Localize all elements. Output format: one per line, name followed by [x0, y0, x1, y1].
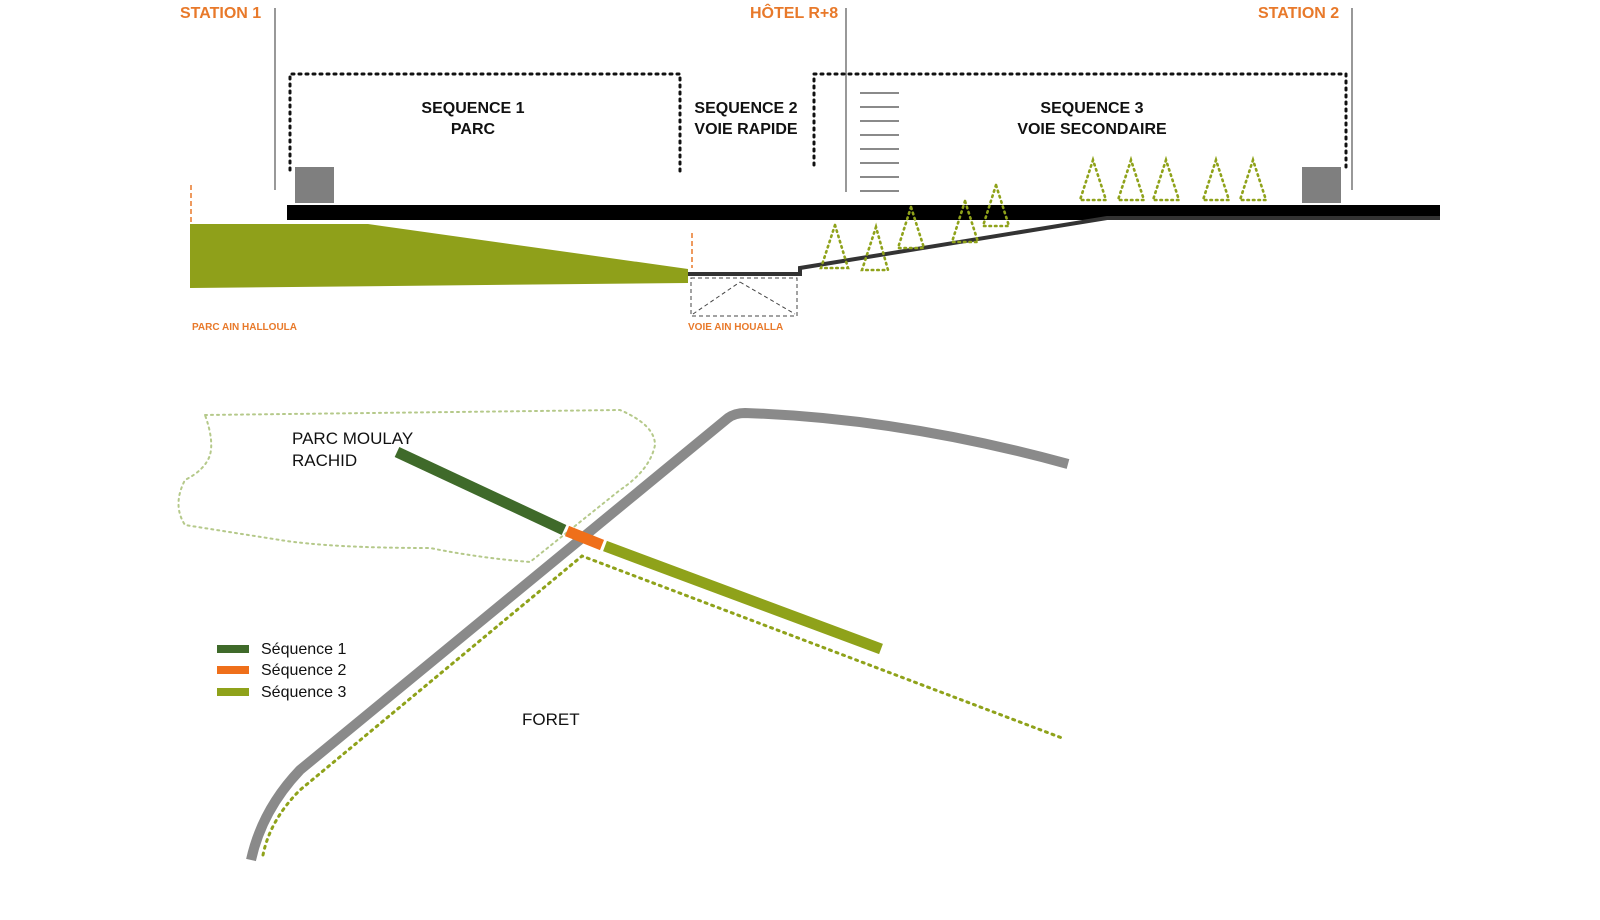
legend-label-sequence2: Séquence 2: [261, 662, 347, 679]
tree-icon: [1116, 155, 1146, 202]
parc-ain-halloula-terrain: [190, 224, 688, 288]
station1-label: STATION 1: [180, 5, 261, 22]
sequence2-title: SEQUENCE 2: [694, 100, 797, 117]
station1-block: [295, 167, 334, 203]
tree-icon: [1201, 155, 1231, 202]
trees: [819, 155, 1268, 272]
sequence3-title: SEQUENCE 3: [1040, 100, 1143, 117]
forest-path-dotted: [261, 554, 1064, 857]
road-profile-line: [688, 216, 1440, 276]
sequence3-subtitle: VOIE SECONDAIRE: [1017, 121, 1167, 138]
tree-icon: [1238, 155, 1268, 202]
foret-label: FORET: [522, 710, 580, 729]
station2-label: STATION 2: [1258, 5, 1339, 22]
legend: Séquence 1 Séquence 2 Séquence 3: [217, 641, 347, 701]
main-road: [246, 408, 1070, 862]
parc-ain-halloula-label: PARC AIN HALLOULA: [192, 322, 297, 333]
tree-icon: [819, 220, 850, 270]
legend-swatch-sequence3: [217, 688, 249, 696]
voie-underpass: [690, 277, 798, 317]
voie-ain-houalla-label: VOIE AIN HOUALLA: [688, 322, 783, 333]
sequence1-bracket: [288, 72, 682, 174]
parc-moulay-rachid-label-line1: PARC MOULAY: [292, 429, 413, 448]
tree-icon: [860, 222, 890, 272]
legend-label-sequence1: Séquence 1: [261, 641, 347, 658]
tree-icon: [1078, 155, 1108, 202]
parc-moulay-rachid-label-line2: RACHID: [292, 451, 357, 470]
sequence3-route: [603, 540, 883, 655]
legend-swatch-sequence2: [217, 666, 249, 674]
sequence1-title: SEQUENCE 1: [421, 100, 524, 117]
tree-icon: [950, 196, 980, 244]
sequence2-subtitle: VOIE RAPIDE: [694, 121, 797, 138]
hotel-label: HÔTEL R+8: [750, 3, 838, 22]
sequence1-route: [394, 447, 567, 535]
tree-icon: [1151, 155, 1181, 202]
tree-icon: [981, 180, 1011, 228]
station2-block: [1302, 167, 1341, 203]
hotel-floors: [860, 92, 899, 192]
cross-section: STATION 1 HÔTEL R+8 STATION 2 SEQUENCE 1…: [180, 3, 1440, 333]
sequence1-subtitle: PARC: [451, 121, 496, 138]
sequence2-route: [564, 525, 605, 551]
parc-moulay-rachid-outline: [177, 408, 657, 564]
legend-label-sequence3: Séquence 3: [261, 684, 347, 701]
plan-map: PARC MOULAY RACHID FORET Séquence 1 Séqu…: [177, 408, 1070, 862]
legend-swatch-sequence1: [217, 645, 249, 653]
tree-icon: [896, 202, 926, 250]
sequence3-bracket: [812, 72, 1348, 174]
